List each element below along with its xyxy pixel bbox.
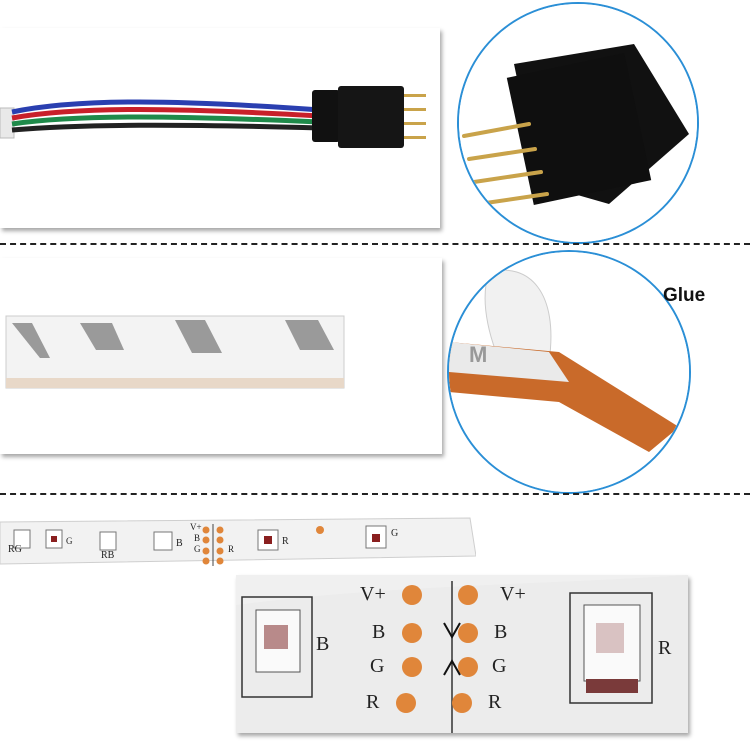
svg-text:M: M: [469, 342, 487, 367]
small-label-rg: RG: [8, 544, 22, 555]
small-label-rb: RB: [101, 550, 115, 561]
small-label-r2: R: [282, 536, 289, 547]
small-label-g2: G: [194, 544, 201, 554]
glue-zoom-drawing: M: [449, 252, 689, 492]
zoom-left-label-vplus: V+: [360, 583, 386, 605]
zoom-left-label-b: B: [372, 621, 386, 643]
connector-cable-drawing: [0, 28, 440, 228]
zoom-side-label-r: R: [658, 637, 672, 659]
small-label-g: G: [66, 536, 73, 546]
zoom-right-label-b: B: [494, 621, 508, 643]
led-strip-drawing: [0, 517, 477, 566]
zoom-side-label-b: B: [316, 633, 330, 655]
small-label-r: R: [228, 544, 235, 554]
small-label-b: B: [176, 538, 183, 549]
glue-zoom-circle: M: [447, 250, 691, 494]
led-strip-photo: RG G RB B V+ B G R R G: [0, 508, 477, 568]
connector-cable-photo: [0, 28, 440, 228]
led-strip-zoom-photo: B V+ B G R V+ B G R R: [236, 575, 688, 733]
led-strip-zoom-drawing: [236, 575, 688, 733]
dashed-divider-top: [0, 243, 750, 245]
dashed-divider-bottom: [0, 493, 750, 495]
zoom-right-label-r: R: [488, 691, 502, 713]
tape-backing-drawing: [0, 258, 442, 454]
zoom-right-label-g: G: [492, 655, 507, 677]
small-label-vplus: V+: [190, 522, 202, 532]
connector-zoom-circle: [457, 2, 699, 244]
glue-callout-label: Glue: [663, 285, 706, 306]
zoom-right-label-vplus: V+: [500, 583, 526, 605]
zoom-left-label-g: G: [370, 655, 385, 677]
tape-backing-photo: [0, 258, 442, 454]
zoom-left-label-r: R: [366, 691, 380, 713]
connector-zoom-drawing: [459, 4, 697, 242]
small-label-g3: G: [391, 528, 399, 539]
small-label-b2: B: [194, 533, 201, 543]
